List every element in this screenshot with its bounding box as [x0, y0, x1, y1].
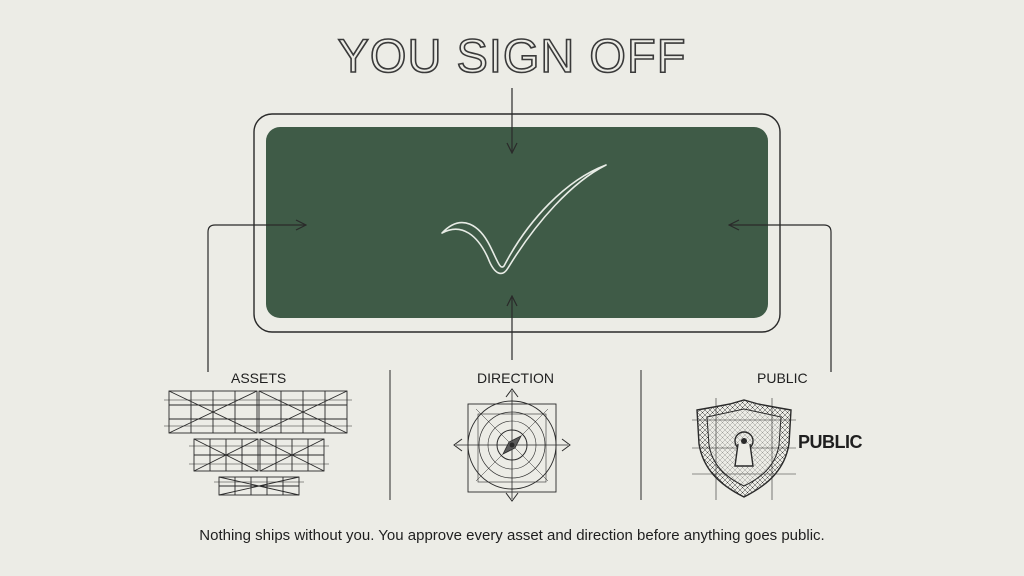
column-label-public: PUBLIC: [757, 370, 808, 386]
page-title: YOU SIGN OFF: [337, 28, 687, 83]
column-label-assets: ASSETS: [231, 370, 287, 386]
shield-lock-icon: [692, 398, 796, 500]
arrow-left: [207, 225, 306, 372]
approval-panel: [266, 127, 768, 318]
compass-icon: [453, 388, 571, 502]
column-label-direction: DIRECTION: [477, 370, 554, 386]
caption: Nothing ships without you. You approve e…: [199, 527, 825, 544]
asset-grid-icon: [164, 390, 352, 496]
public-badge-label: PUBLIC: [798, 432, 863, 452]
approval-frame: [253, 113, 781, 333]
arrow-right: [729, 225, 832, 372]
checkmark-icon: [441, 164, 607, 275]
